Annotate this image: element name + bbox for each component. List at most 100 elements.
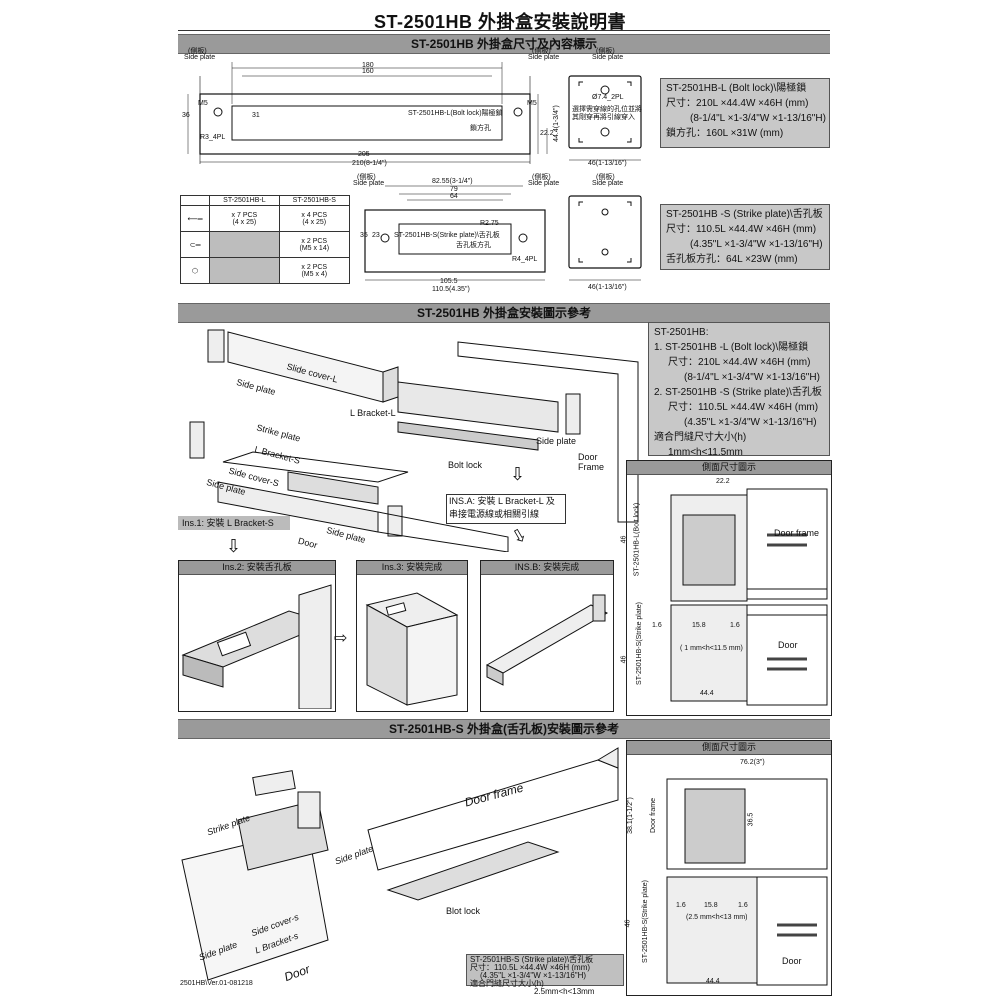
sv2-16b: 1.6 [738, 902, 748, 909]
r275: R2.75 [480, 220, 499, 227]
sv2-door: Door [782, 956, 802, 966]
sv1-46-bot: 46 [620, 655, 628, 664]
side-view-2-title: 側面尺寸圖示 [627, 741, 831, 755]
sv2-door-frame: Door frame [650, 797, 658, 834]
sv1-door-frame: Door frame [774, 528, 820, 538]
s-label-blot-lock: Blot lock [446, 906, 481, 916]
spec-strike-plate: ST-2501HB -S (Strike plate)\舌孔板 尺寸：110.5… [660, 204, 830, 270]
sv2-444: 44.4 [706, 978, 720, 985]
dim-79: 79 [450, 186, 458, 193]
end-side-plate: Side plate [592, 54, 624, 61]
spec-main-5: 2. ST-2501HB -S (Strike plate)\舌孔板 [654, 387, 822, 398]
dim-205: 205 [358, 151, 370, 158]
sv2-label-s: ST-2501HB-S(Strike plate) [641, 880, 649, 963]
s-end-side-plate-cn: (側板) [596, 174, 615, 181]
spec-l-line-1: ST-2501HB-L (Bolt lock)\陽極鎖 [666, 83, 807, 94]
panel-ins-b: INS.B: 安裝完成 [480, 560, 614, 712]
side-plate-left: Side plate [184, 54, 216, 61]
bolt-lock-label: ST-2501HB-L(Bolt lock)陽極鎖 [408, 110, 503, 117]
side-plate-cn-right: (側板) [532, 48, 551, 55]
title-rule [178, 30, 830, 31]
document-title: ST-2501HB 外掛盒安裝說明書 [373, 12, 627, 32]
side-view-2-drawing [666, 778, 828, 986]
dim-110: 110.5(4.35") [432, 286, 470, 293]
spec-l-line-3: (8-1/4"L ×1-3/4"W ×1-13/16"H) [690, 113, 826, 124]
end-holes: Ø7.4_2PL [592, 94, 624, 101]
spec-main-2: 1. ST-2501HB -L (Bolt lock)\陽極鎖 [654, 342, 809, 353]
sv2-158: 15.8 [704, 902, 718, 909]
spec-b-2: 尺寸：110.5L ×44.4W ×46H (mm) [470, 963, 591, 972]
spec-s-line-3: (4.35"L ×1-3/4"W ×1-13/16"H) [690, 239, 823, 250]
side-plate-right: Side plate [528, 54, 560, 61]
ins-2-label: Ins.2: 安裝舌孔板 [179, 561, 335, 575]
ins-1-label: Ins.1: 安裝 L Bracket-S [178, 516, 290, 530]
section-install-s-banner: ST-2501HB-S 外掛盒(舌孔板)安裝圖示參考 [178, 719, 830, 739]
dim-64: 64 [450, 193, 458, 200]
ins-a-callout: INS.A: 安裝 L Bracket-L 及 串接電源線或相關引線 [446, 494, 566, 524]
dim-210: 210(8-1/4") [352, 160, 387, 167]
bolt-lock-end-view [568, 75, 642, 161]
spec-main-9: 1mm<h<11.5mm [668, 447, 743, 458]
spec-l-line-4: 鎖方孔：160L ×31W (mm) [666, 128, 784, 139]
parts-head-s: ST-2501HB-S [278, 195, 351, 206]
section-install-banner: ST-2501HB 外掛盒安裝圖示參考 [178, 303, 830, 323]
spec-main: ST-2501HB: 1. ST-2501HB -L (Bolt lock)\陽… [648, 322, 830, 458]
panel-ins-3: Ins.3: 安裝完成 [356, 560, 468, 712]
spec-main-6: 尺寸：110.5L ×44.4W ×46H (mm) [668, 402, 819, 413]
spec-s-line-2: 尺寸：110.5L ×44.4W ×46H (mm) [666, 224, 817, 235]
parts-row2-s: x 2 PCS (M5 x 14) [278, 231, 351, 258]
parts-row3-l [209, 257, 280, 284]
s-end-side-plate: Side plate [592, 180, 624, 187]
install-s-illustration [181, 747, 619, 981]
dim-105: 105.5 [440, 278, 458, 285]
parts-blank-head [179, 195, 211, 206]
parts-row1-l: x 7 PCS (4 x 25) [209, 205, 280, 232]
footer-version: 2501HB\Ver.01-081218 [180, 980, 253, 987]
ins-a-line-1: INS.A: 安裝 L Bracket-L 及 [449, 496, 555, 506]
sv1-label-l: ST-2501HB-L(Bolt lock) [633, 502, 641, 577]
sv2-46: 46 [624, 919, 632, 928]
spec-b-4: 適合門縫尺寸大小(h) [470, 979, 544, 988]
side-view-1-title: 側面尺寸圖示 [627, 461, 831, 475]
spec-b-3: (4.35"L ×1-3/4"W ×1-13/16"H) [480, 971, 587, 980]
sv2-16a: 1.6 [676, 902, 686, 909]
spec-main-4: (8-1/4"L ×1-3/4"W ×1-13/16"H) [684, 372, 820, 383]
s-end-dim: 46(1-13/16") [588, 284, 627, 291]
bolt-icon: ⊂═ [179, 231, 211, 258]
ins-3-label: Ins.3: 安裝完成 [357, 561, 467, 575]
dim-35: 35 [360, 232, 368, 239]
strike-end-view [568, 195, 642, 281]
panel-ins-2: Ins.2: 安裝舌孔板 [178, 560, 336, 712]
bolt-lock-label2: 鎖方孔 [470, 125, 491, 132]
label-door-frame-1: Door [578, 452, 598, 462]
dim-22: 22.2 [540, 130, 554, 137]
ins-a-line-2: 串接電源線或相關引線 [449, 509, 540, 519]
sv2-365: 36.5 [747, 812, 755, 827]
sv2-range: (2.5 mm<h<13 mm) [686, 914, 748, 921]
spec-main-1: ST-2501HB: [654, 327, 709, 338]
side-view-2: 側面尺寸圖示 [626, 740, 832, 996]
spec-l-line-2: 尺寸：210L ×44.4W ×46H (mm) [666, 98, 809, 109]
dim-36: 36 [182, 112, 190, 119]
sv1-46-top: 46 [620, 535, 628, 544]
end-dim: 46(1-13/16") [588, 160, 627, 167]
sv1-222: 22.2 [716, 478, 730, 485]
screw-icon: ⟵═ [179, 205, 211, 232]
ins-b-label: INS.B: 安裝完成 [481, 561, 613, 575]
parts-head-l: ST-2501HB-L [209, 195, 280, 206]
side-plate-cn-left: (側板) [188, 48, 207, 55]
s-side-plate-cn-left: (側板) [357, 174, 376, 181]
arrow-down-icon-1: ⇩ [226, 536, 242, 556]
nut-icon: ⬡ [179, 257, 211, 284]
section-dims-banner: ST-2501HB 外掛盒尺寸及內容標示 [178, 34, 830, 54]
spec-s-line-4: 舌孔板方孔：64L ×23W (mm) [666, 254, 798, 265]
arrow-down-icon-3: ⇩ [510, 464, 526, 484]
dim-31: 31 [252, 112, 260, 119]
r4: R4_4PL [512, 256, 538, 263]
sv1-444: 44.4 [700, 690, 714, 697]
bolt-lock-drawing [187, 62, 548, 164]
parts-row2-l [209, 231, 280, 258]
dim-23: 23 [372, 232, 380, 239]
sv1-158: 15.8 [692, 622, 706, 629]
